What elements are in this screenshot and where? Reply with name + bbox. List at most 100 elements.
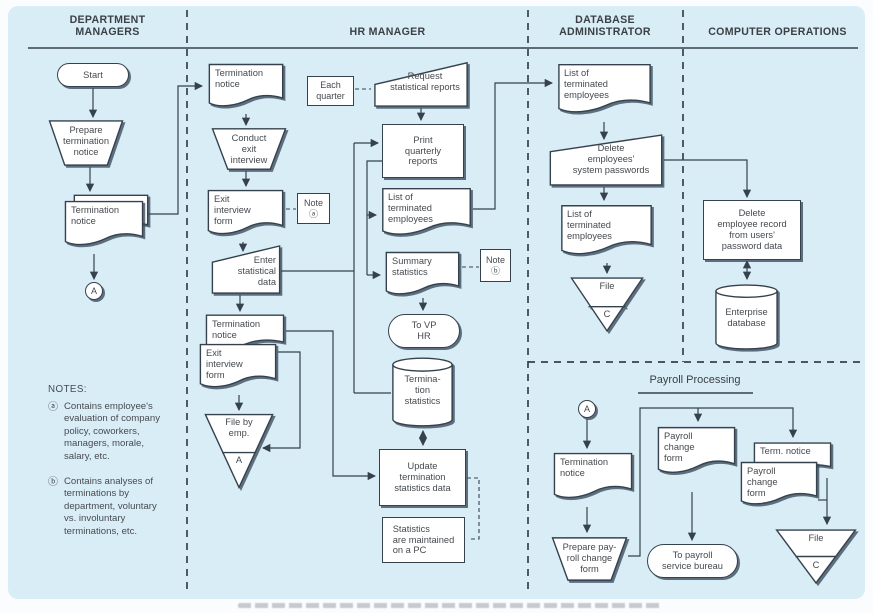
manual-input-delete-system-passwords: Delete employees' system passwords <box>548 134 664 186</box>
offline-file-by-employee: File by emp. A <box>204 413 274 489</box>
document-stacked-exit-interview-form: Exit interview form <box>198 343 278 394</box>
manual-op-prepare-payroll-change-form: Prepare pay- roll change form <box>551 537 628 581</box>
terminal-start: Start <box>57 63 129 87</box>
document-label: List of terminated employees <box>388 192 433 224</box>
note-b-symbol: ⓑ <box>48 477 58 488</box>
caption-strip <box>238 603 662 608</box>
terminal-to-vp-hr: To VP HR <box>388 314 460 348</box>
document-label: Exit interview form <box>206 348 243 380</box>
manual-op-label: Prepare pay- roll change form <box>562 542 617 574</box>
process-delete-employee-record: Delete employee record from users' passw… <box>703 200 801 260</box>
lane-header-computer-operations: COMPUTER OPERATIONS <box>708 26 847 38</box>
document-label: Payroll change form <box>747 466 778 498</box>
process-label: Delete employee record from users' passw… <box>717 208 787 251</box>
document-label: Termination notice <box>212 319 261 340</box>
file-letter: A <box>235 455 243 465</box>
document-shape <box>556 63 653 120</box>
lane-header-hr-manager: HR MANAGER <box>349 26 426 38</box>
document-label: Termination notice <box>215 68 264 89</box>
document-shape <box>552 452 634 505</box>
process-update-termination-statistics: Update termination statistics data <box>379 449 466 506</box>
manual-input-label: Enter statistical data <box>237 255 276 287</box>
manual-op-label: Conduct exit interview <box>230 133 268 165</box>
offline-file-c-dba: File C <box>570 277 644 332</box>
document-exit-interview-form: Exit interview form <box>206 189 285 241</box>
trapezoid-shape <box>211 128 287 170</box>
document-hr-termination-notice: Termination notice <box>207 63 285 113</box>
trapezoid-shape <box>551 537 628 581</box>
document-payroll-change-form-2: Payroll change form <box>739 461 819 511</box>
document-label: List of terminated employees <box>567 209 612 241</box>
process-label: Update termination statistics data <box>394 461 451 493</box>
trapezoid-shape <box>48 120 124 166</box>
datastore-label: Enterprise database <box>725 307 768 328</box>
manual-input-shape <box>373 60 469 107</box>
datastore-label: Termina- tion statistics <box>404 374 441 406</box>
note-b-text: Contains analyses of terminations by dep… <box>64 476 157 537</box>
file-label: File <box>599 281 615 291</box>
document-label: Exit interview form <box>214 194 251 226</box>
document-shape <box>63 200 145 252</box>
file-label: File by emp. <box>225 417 253 438</box>
document-label: Termination notice <box>560 457 609 478</box>
document-hr-list-terminated-employees: List of terminated employees <box>380 187 473 242</box>
lane-header-database-administrator: DATABASE ADMINISTRATOR <box>559 14 651 39</box>
annotation-statistics-on-pc: Statistics are maintained on a PC <box>382 517 465 563</box>
triangle-shape <box>570 277 644 332</box>
datastore-termination-statistics: Termina- tion statistics <box>391 356 454 428</box>
manual-op-conduct-exit-interview: Conduct exit interview <box>211 128 287 170</box>
cylinder-shape <box>714 283 779 351</box>
document-label: List of terminated employees <box>564 68 609 100</box>
annotation-label: Each quarter <box>316 80 345 101</box>
manual-input-label: Delete employees' system passwords <box>572 143 650 175</box>
manual-input-request-statistical-reports: Request statistical reports <box>373 60 469 107</box>
connector-a-dept: A <box>85 282 103 300</box>
terminal-label: To VP HR <box>411 320 437 341</box>
document-shape <box>380 187 473 242</box>
annotation-each-quarter: Each quarter <box>307 76 354 106</box>
triangle-shape <box>204 413 274 489</box>
file-label: File <box>808 533 824 543</box>
document-summary-statistics: Summary statistics <box>384 251 461 301</box>
terminal-to-payroll-service-bureau: To payroll service bureau <box>647 544 738 578</box>
file-letter: C <box>812 560 820 570</box>
note-a-symbol: ⓐ <box>48 402 58 413</box>
document-shape <box>207 63 285 113</box>
triangle-shape <box>775 529 857 584</box>
document-dba-list-terminated-2: List of terminated employees <box>559 204 654 262</box>
document-shape <box>384 251 461 301</box>
document-termination-notice: Termination notice <box>63 200 145 252</box>
cylinder-shape <box>391 356 454 428</box>
document-label: Payroll change form <box>664 431 695 463</box>
file-letter: C <box>603 309 611 319</box>
document-label: Summary statistics <box>392 256 432 277</box>
manual-op-prepare-termination-notice: Prepare termination notice <box>48 120 124 166</box>
document-label: Termination notice <box>71 205 120 226</box>
connector-letter: A <box>90 285 97 296</box>
document-shape <box>206 189 285 241</box>
manual-input-shape <box>211 245 281 294</box>
datastore-enterprise-database: Enterprise database <box>714 283 779 351</box>
annotation-label: Note ⓑ <box>485 254 505 276</box>
terminal-start-label: Start <box>83 69 103 80</box>
document-payroll-change-form-1: Payroll change form <box>656 426 737 480</box>
annotation-note-a: Note ⓐ <box>297 193 330 224</box>
document-shape <box>559 204 654 262</box>
notes-block: NOTES: ⓐ Contains employee's evaluation … <box>48 384 188 574</box>
payroll-processing-title: Payroll Processing <box>649 374 741 386</box>
connector-a-payroll: A <box>578 400 596 418</box>
connector-letter: A <box>583 403 590 414</box>
notes-title: NOTES: <box>48 384 87 395</box>
offline-file-c-payroll: File C <box>775 529 857 584</box>
annotation-label: Statistics are maintained on a PC <box>392 523 455 556</box>
lane-header-department-managers: DEPARTMENT MANAGERS <box>69 14 146 39</box>
manual-op-label: Prepare termination notice <box>63 125 109 157</box>
manual-input-label: Request statistical reports <box>390 71 460 92</box>
manual-input-enter-statistical-data: Enter statistical data <box>211 245 281 294</box>
note-a-text: Contains employee's evaluation of compan… <box>64 401 160 462</box>
annotation-note-b: Note ⓑ <box>480 249 511 282</box>
process-label: Print quarterly reports <box>404 134 442 167</box>
terminal-label: To payroll service bureau <box>662 550 723 571</box>
document-payroll-termination-notice: Termination notice <box>552 452 634 505</box>
annotation-label: Note ⓐ <box>303 197 323 219</box>
